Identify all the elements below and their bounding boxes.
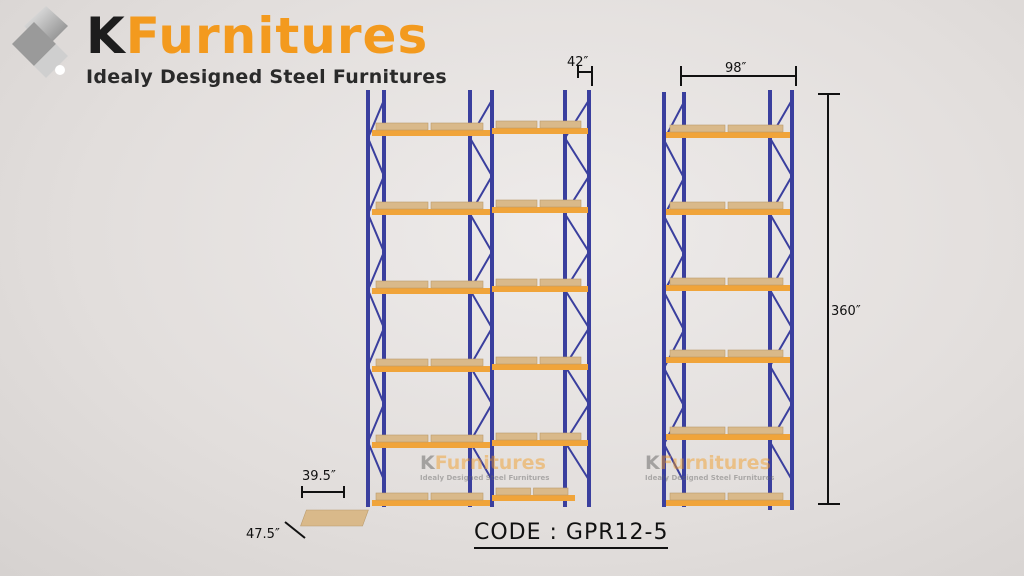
pallet [375, 280, 429, 289]
pallet [375, 434, 429, 443]
pallet [727, 124, 784, 133]
brand-name: KFurnitures [86, 6, 428, 66]
upright-post [563, 90, 567, 507]
brand-tagline: Idealy Designed Steel Furnitures [86, 66, 448, 88]
shelf-beam [666, 500, 790, 506]
upright-post [587, 90, 591, 507]
upright-post [662, 92, 666, 507]
pallet [669, 426, 726, 435]
pallet [669, 349, 726, 358]
pallet [533, 487, 569, 496]
shelf-beam [372, 209, 490, 215]
pallet [375, 201, 429, 210]
frame-bracing [366, 99, 386, 481]
depth-label: 42″ [567, 55, 589, 70]
shelf-beam [666, 285, 790, 291]
logo-mark-icon [8, 4, 84, 90]
pallet [375, 492, 429, 501]
pallet [430, 122, 484, 131]
shelf-beam [666, 434, 790, 440]
pallet [430, 280, 484, 289]
height-label: 360″ [831, 304, 861, 319]
shelf-beam [492, 440, 588, 446]
shelf-beam [372, 288, 490, 294]
pallet [727, 492, 784, 501]
pallet [430, 358, 484, 367]
pallet [495, 199, 538, 208]
upright-post [366, 90, 370, 507]
pallet [375, 358, 429, 367]
loose-pallet [300, 509, 369, 527]
pallet [495, 356, 538, 365]
watermark-k: K [645, 452, 660, 474]
shelf-beam [666, 132, 790, 138]
pallet [669, 201, 726, 210]
pallet [539, 199, 582, 208]
pallet [495, 432, 538, 441]
pallet [669, 124, 726, 133]
pallet [539, 356, 582, 365]
pallet [430, 201, 484, 210]
shelf-beam [666, 209, 790, 215]
shelf-beam [492, 364, 588, 370]
pallet [495, 120, 538, 129]
shelf-beam [666, 357, 790, 363]
product-code: CODE : GPR12-5 [474, 520, 669, 549]
pallet-depth-line [284, 521, 306, 539]
upright-post [382, 90, 386, 507]
shelf-beam [492, 286, 588, 292]
watermark-right: KFurnitures Idealy Designed Steel Furnit… [645, 452, 774, 482]
upright-post [490, 90, 494, 507]
watermark-tagline: Idealy Designed Steel Furnitures [645, 474, 775, 482]
pallet [495, 278, 538, 287]
brand-k: K [86, 7, 126, 65]
pallet [539, 432, 582, 441]
watermark-brand: Furnitures [434, 452, 546, 474]
pallet [727, 426, 784, 435]
pallet [727, 349, 784, 358]
pallet [727, 277, 784, 286]
shelf-beam [492, 495, 575, 501]
pallet [539, 120, 582, 129]
shelf-beam [372, 130, 490, 136]
watermark-tagline: Idealy Designed Steel Furnitures [420, 474, 550, 482]
pallet-width-label: 39.5″ [302, 469, 336, 484]
watermark-brand: Furnitures [659, 452, 771, 474]
shelf-beam [492, 128, 588, 134]
pallet [539, 278, 582, 287]
upright-post [790, 90, 794, 510]
shelf-beam [372, 442, 490, 448]
brand-furnitures: Furnitures [125, 7, 429, 65]
shelf-beam [372, 366, 490, 372]
upright-post [768, 90, 772, 510]
pallet [375, 122, 429, 131]
watermark-left: KFurnitures Idealy Designed Steel Furnit… [420, 452, 549, 482]
frame-bracing [662, 101, 686, 483]
watermark-k: K [420, 452, 435, 474]
pallet [669, 277, 726, 286]
pallet [495, 487, 531, 496]
pallet [669, 492, 726, 501]
pallet [430, 492, 484, 501]
shelf-beam [492, 207, 588, 213]
pallet-depth-label: 47.5″ [246, 527, 280, 542]
upright-post [468, 90, 472, 507]
pallet [727, 201, 784, 210]
pallet [430, 434, 484, 443]
shelf-beam [372, 500, 490, 506]
upright-post [682, 92, 686, 507]
width-label: 98″ [725, 61, 747, 76]
